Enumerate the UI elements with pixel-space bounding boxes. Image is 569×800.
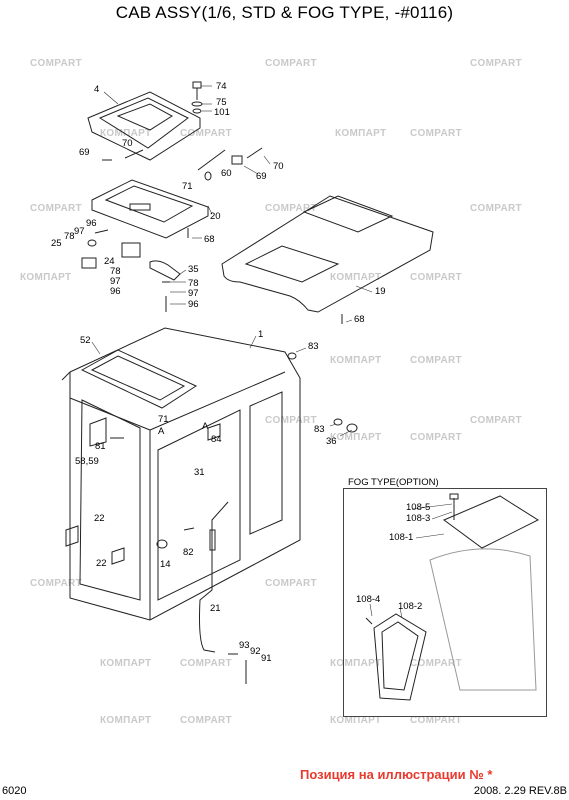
watermark-text: COMPART	[410, 128, 462, 139]
callout-1: 1	[258, 329, 264, 340]
callout-36: 36	[326, 436, 337, 447]
callout-108-5: 108-5	[406, 502, 431, 513]
misc-fasteners	[65, 352, 358, 684]
callout-101: 101	[214, 107, 230, 118]
callout-93: 93	[239, 640, 250, 651]
callout-4: 4	[94, 84, 100, 95]
cable-21	[199, 501, 229, 653]
callout-78: 78	[188, 278, 199, 289]
callout-24: 24	[104, 256, 115, 267]
callout-96: 96	[86, 218, 97, 229]
callout-83: 83	[308, 341, 319, 352]
callout-31: 31	[194, 467, 205, 478]
callout-78: 78	[64, 231, 75, 242]
watermark-text: COMPART	[470, 58, 522, 69]
watermark-text: КОМПАРТ	[100, 715, 152, 726]
cover-plate-4	[87, 91, 201, 161]
diagram-title: CAB ASSY(1/6, STD & FOG TYPE, -#0116)	[115, 3, 454, 22]
callout-20: 20	[210, 211, 221, 222]
callout-60: 60	[221, 168, 232, 179]
callout-19: 19	[375, 286, 386, 297]
watermark-text: COMPART	[470, 203, 522, 214]
watermark-text: COMPART	[410, 355, 462, 366]
watermark-text: COMPART	[410, 272, 462, 283]
fog-option-title: FOG TYPE(OPTION)	[347, 477, 440, 488]
watermark-text: КОМПАРТ	[330, 355, 382, 366]
watermark-text: КОМПАРТ	[330, 658, 382, 669]
roof-19	[221, 195, 434, 324]
watermark-text: COMPART	[30, 203, 82, 214]
callout-14: 14	[160, 559, 171, 570]
callout-a: A	[158, 426, 165, 437]
bracket-20	[91, 179, 209, 239]
callout-68: 68	[354, 314, 365, 325]
callout-83: 83	[314, 424, 325, 435]
callout-21: 21	[210, 603, 221, 614]
watermark-text: КОМПАРТ	[100, 658, 152, 669]
callout-96: 96	[110, 286, 121, 297]
page-code: 6020	[2, 785, 27, 797]
watermark-text: COMPART	[265, 578, 317, 589]
callout-71: 71	[158, 414, 169, 425]
callout-108-3: 108-3	[406, 513, 431, 524]
callout-69: 69	[79, 147, 90, 158]
watermark-text: КОМПАРТ	[330, 715, 382, 726]
latch-parts	[81, 229, 181, 312]
watermark-text: COMPART	[180, 128, 232, 139]
callout-70: 70	[273, 161, 284, 172]
watermark-text: КОМПАРТ	[330, 432, 382, 443]
watermark-text: КОМПАРТ	[335, 128, 387, 139]
callout-91: 91	[261, 653, 272, 664]
callout-97: 97	[188, 288, 199, 299]
callout-97: 97	[110, 276, 121, 287]
watermark-text: КОМПАРТ	[330, 272, 382, 283]
hinge-pins	[102, 147, 263, 181]
watermark-text: КОМПАРТ	[20, 272, 72, 283]
watermark-text: COMPART	[180, 658, 232, 669]
callout-68: 68	[204, 234, 215, 245]
revision-date: 2008. 2.29 REV.8B	[473, 785, 567, 797]
callout-108-2: 108-2	[398, 601, 423, 612]
watermark-text: COMPART	[265, 415, 317, 426]
callout-22: 22	[94, 513, 105, 524]
callout-58-59: 58,59	[75, 456, 99, 467]
callout-108-1: 108-1	[389, 532, 414, 543]
callout-70: 70	[122, 138, 133, 149]
cab-frame-1	[61, 327, 301, 621]
watermark-text: COMPART	[180, 715, 232, 726]
callout-81: 81	[95, 441, 106, 452]
watermark-text: COMPART	[410, 432, 462, 443]
fog-guard-108-1	[443, 493, 540, 549]
watermark-text: COMPART	[265, 58, 317, 69]
position-note: Позиция на иллюстрации № *	[300, 767, 493, 782]
callout-97: 97	[74, 226, 85, 237]
bolt-74	[191, 81, 203, 114]
callout-71: 71	[182, 181, 193, 192]
callout-22: 22	[96, 558, 107, 569]
callout-a: A	[202, 421, 209, 432]
callout-52: 52	[80, 335, 91, 346]
callout-69: 69	[256, 171, 267, 182]
window-52	[80, 349, 198, 409]
fog-option-box	[343, 488, 547, 717]
watermark-text: COMPART	[410, 715, 462, 726]
callout-78: 78	[110, 266, 121, 277]
callout-108-4: 108-4	[356, 594, 381, 605]
leader-lines	[91, 85, 453, 619]
callout-35: 35	[188, 264, 199, 275]
callout-96: 96	[188, 299, 199, 310]
watermark-text: COMPART	[265, 203, 317, 214]
callout-82: 82	[183, 547, 194, 558]
callout-25: 25	[51, 238, 62, 249]
watermark-text: COMPART	[470, 415, 522, 426]
callout-92: 92	[250, 646, 261, 657]
fog-grille-108-2	[365, 548, 537, 701]
callout-74: 74	[216, 81, 227, 92]
callout-75: 75	[216, 97, 227, 108]
watermark-text: COMPART	[30, 58, 82, 69]
callout-84: 84	[211, 434, 222, 445]
watermark-text: COMPART	[410, 658, 462, 669]
watermark-text: COMPART	[30, 578, 82, 589]
